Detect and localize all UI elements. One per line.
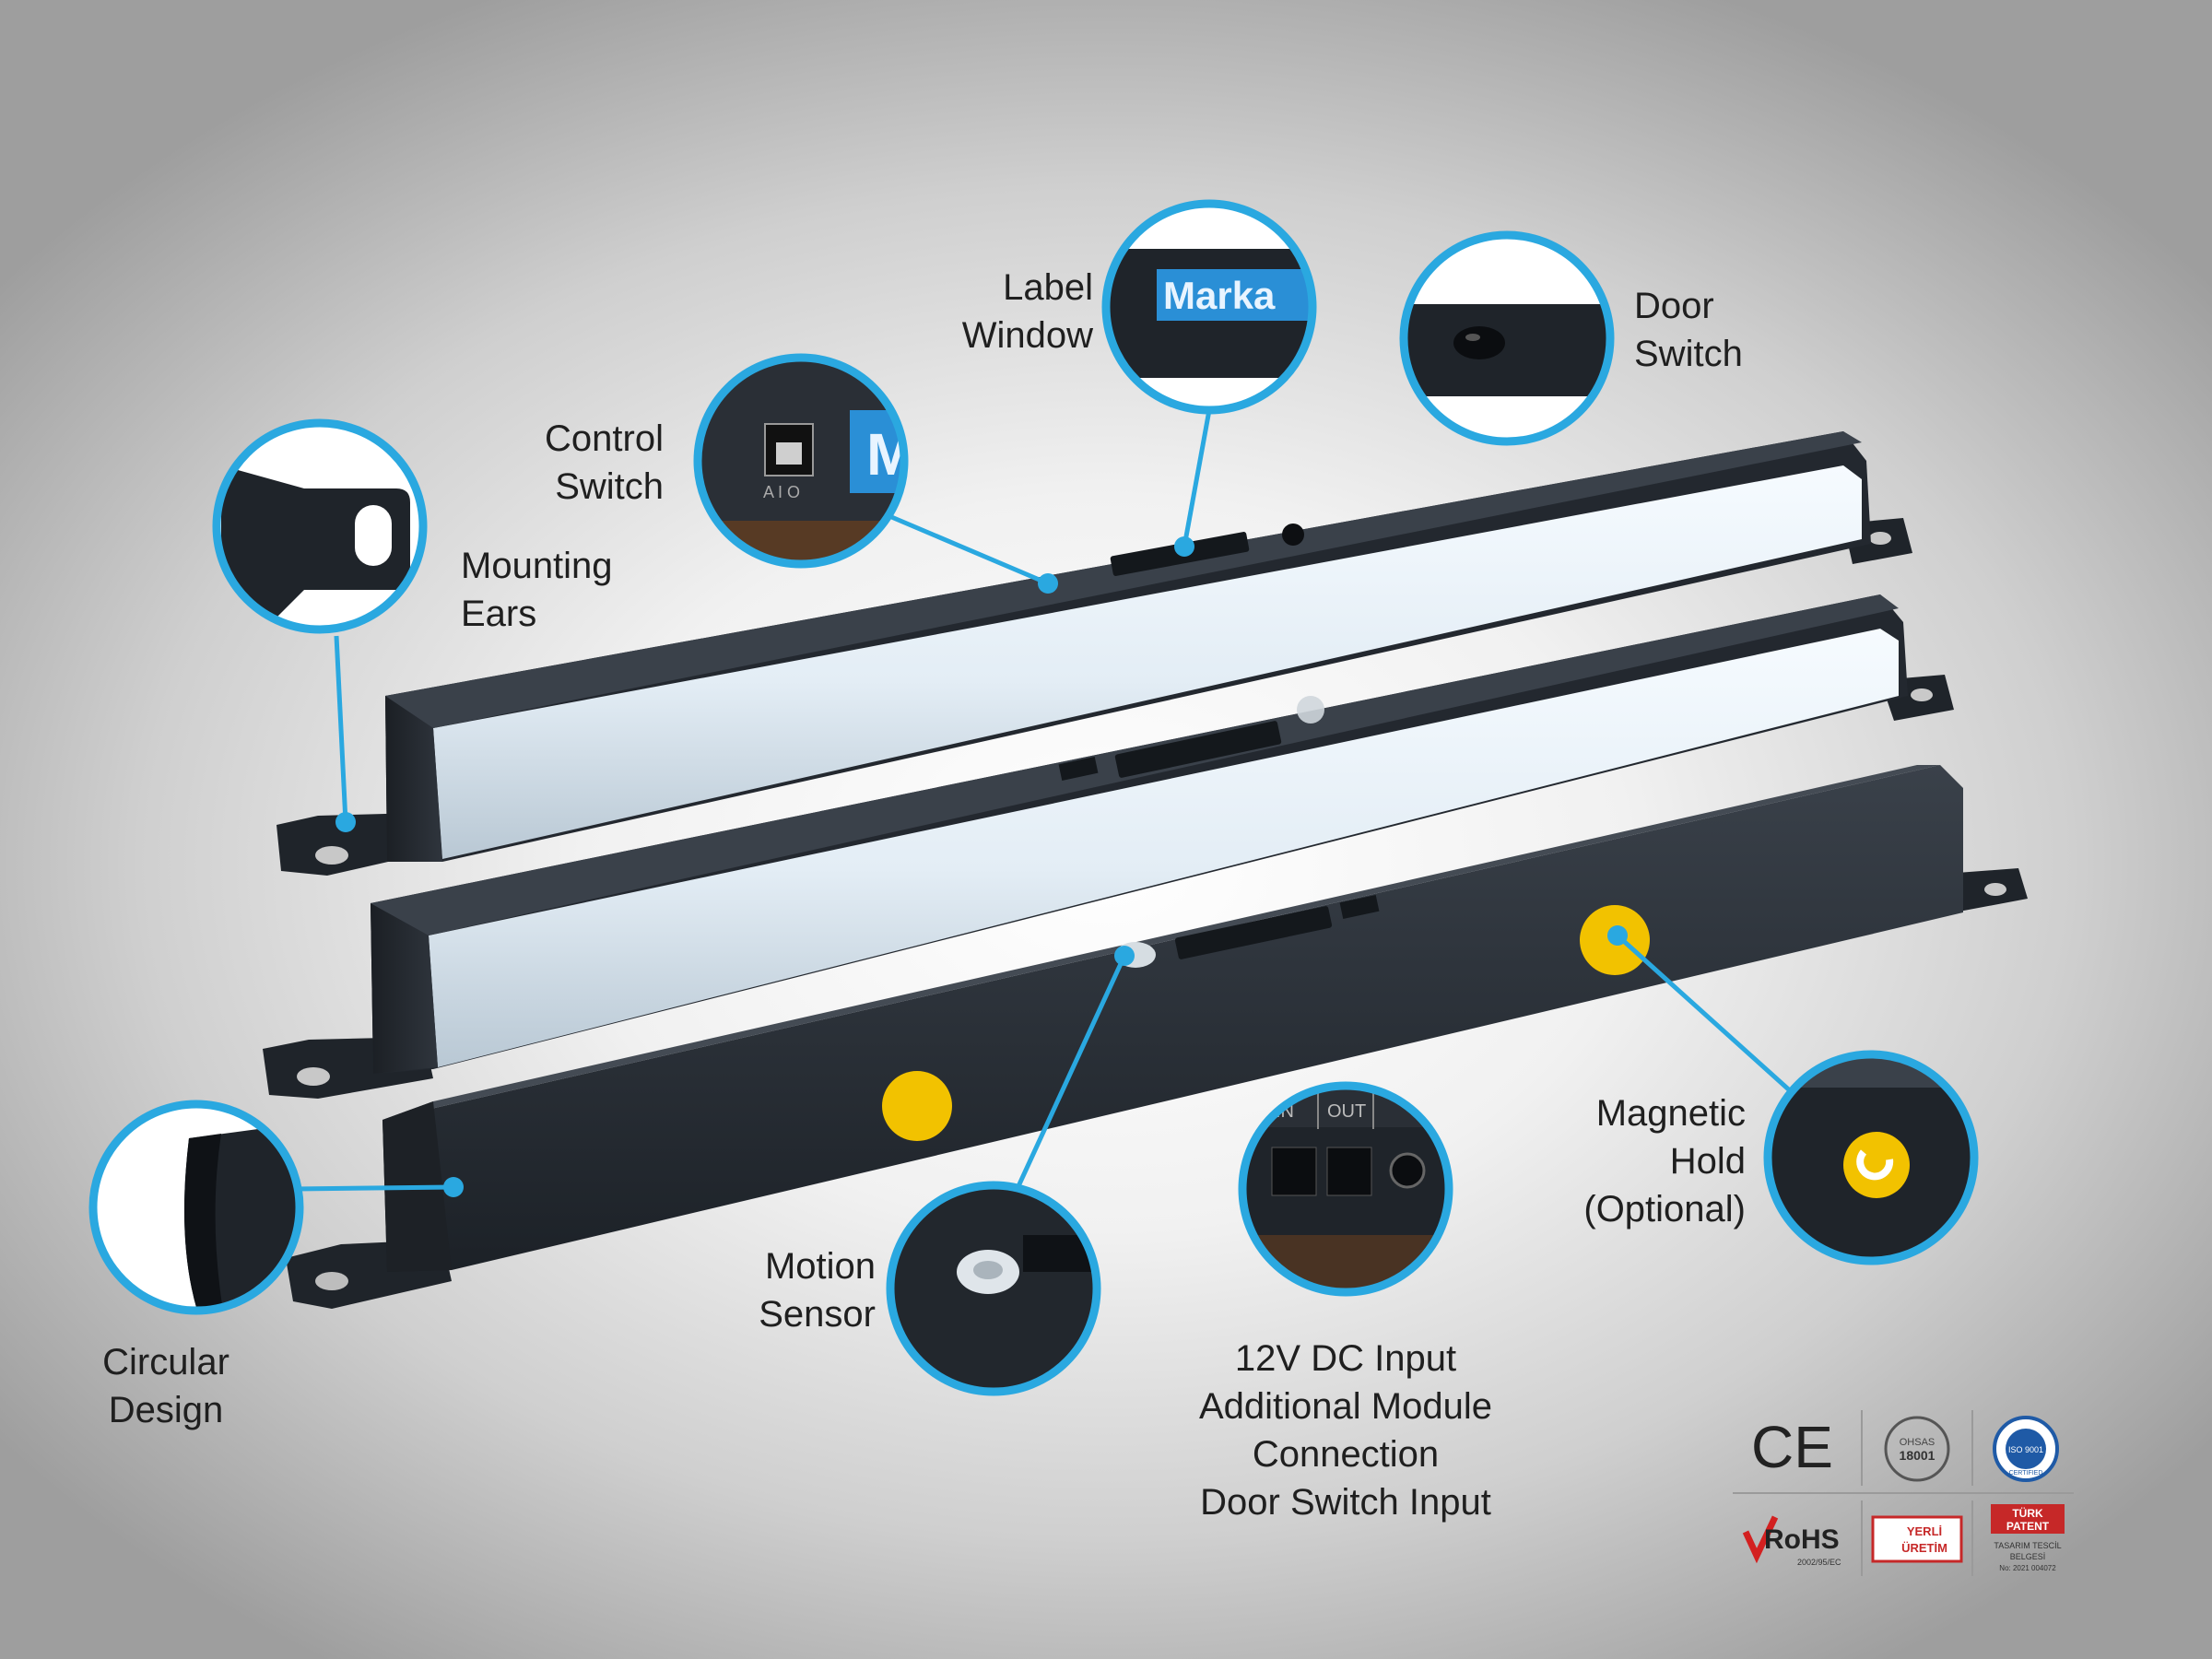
callout-lines: [294, 409, 1794, 1192]
ce-mark: CE: [1751, 1414, 1833, 1480]
mounting-ears-label: Mounting Ears: [461, 546, 613, 634]
circular-design-label: Circular Design: [102, 1342, 229, 1430]
label-text: Marka: [1163, 274, 1276, 317]
zoom-control-switch: M A I O: [693, 353, 915, 569]
inputs-label: 12V DC Input Additional Module Connectio…: [1199, 1338, 1492, 1523]
zoom-circular-design: [88, 1100, 304, 1315]
zoom-motion-sensor: [886, 1181, 1101, 1396]
svg-text:No: 2021 004072: No: 2021 004072: [1999, 1564, 2056, 1572]
control-switch-label: Control Switch: [545, 418, 664, 507]
svg-text:PATENT: PATENT: [2006, 1520, 2050, 1533]
zoom-mounting-ears: [212, 418, 428, 634]
svg-text:ISO 9001: ISO 9001: [2008, 1445, 2043, 1454]
zoom-magnetic-hold: [1763, 1050, 1979, 1265]
light-bar-top: [276, 431, 1912, 876]
light-bar-middle: [263, 594, 1954, 1099]
magnetic-hold-label: Magnetic Hold (Optional): [1583, 1093, 1746, 1230]
switch-letters: A I O: [763, 483, 800, 501]
zoom-label-window: Marka: [1101, 199, 1317, 415]
label-window-label: Label Window: [961, 267, 1093, 356]
iso-badge: ISO 9001 CERTIFIED: [1993, 1416, 2059, 1482]
svg-text:TÜRK: TÜRK: [2012, 1506, 2043, 1520]
svg-text:2002/95/EC: 2002/95/EC: [1797, 1558, 1841, 1567]
svg-text:18001: 18001: [1900, 1448, 1936, 1463]
svg-text:M: M: [866, 421, 915, 488]
certification-panel: CE OHSAS 18001 ISO 9001 CERTIFIED RoHS 2…: [1733, 1410, 2074, 1576]
door-switch-label: Door Switch: [1634, 286, 1743, 374]
turk-patent-badge: TÜRK PATENT TASARIM TESCİL BELGESİ No: 2…: [1991, 1504, 2065, 1572]
svg-text:BELGESİ: BELGESİ: [2010, 1552, 2046, 1561]
yerli-uretim-badge: YERLİ ÜRETİM: [1871, 1515, 1963, 1563]
port-out-label: OUT: [1327, 1101, 1366, 1122]
svg-text:ÜRETİM: ÜRETİM: [1901, 1541, 1947, 1555]
motion-sensor-label: Motion Sensor: [759, 1246, 876, 1335]
callout-dots: [335, 536, 1628, 1197]
svg-text:TASARIM TESCİL: TASARIM TESCİL: [1994, 1541, 2061, 1550]
zoom-input-ports: IN OUT: [1238, 1081, 1453, 1297]
zoom-door-switch: [1399, 230, 1615, 446]
rohs-badge: RoHS 2002/95/EC: [1742, 1515, 1841, 1567]
svg-text:CERTIFIED: CERTIFIED: [2009, 1470, 2043, 1477]
svg-text:RoHS: RoHS: [1764, 1524, 1840, 1555]
ohsas-badge: OHSAS 18001: [1884, 1416, 1950, 1482]
svg-text:YERLİ: YERLİ: [1907, 1524, 1942, 1538]
svg-text:OHSAS: OHSAS: [1900, 1437, 1936, 1448]
light-bar-bottom: [286, 765, 2028, 1309]
